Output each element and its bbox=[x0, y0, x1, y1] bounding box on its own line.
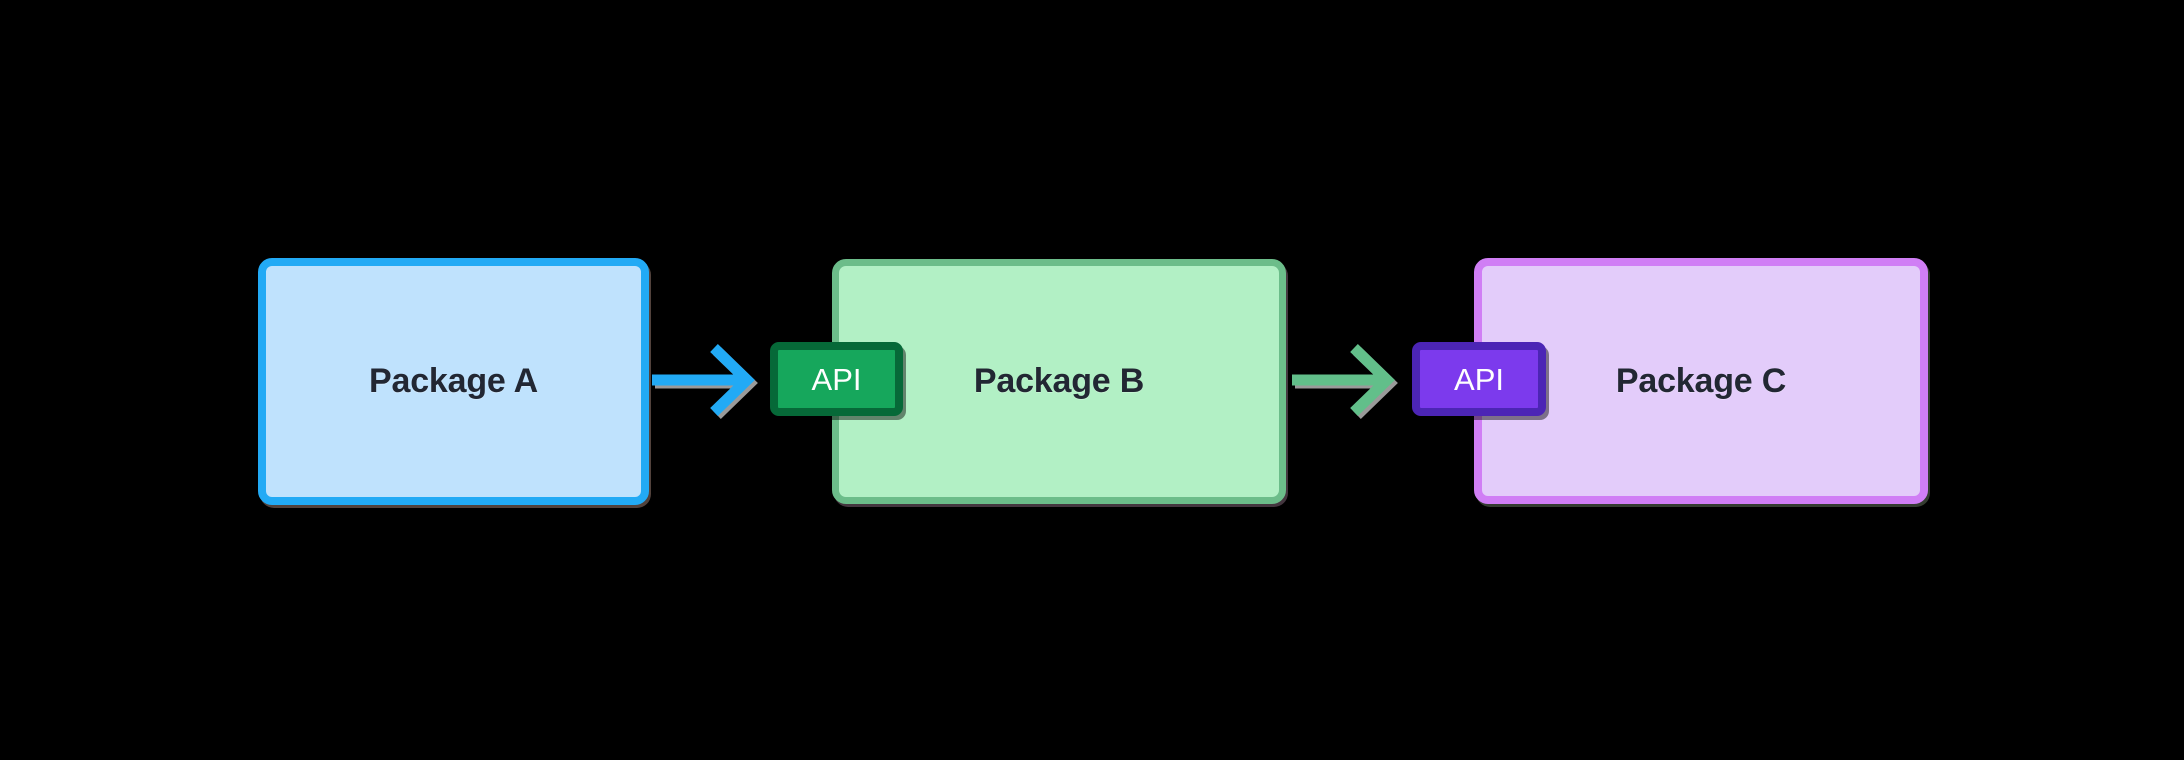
api-badge-package-c[interactable]: API bbox=[1412, 342, 1546, 416]
api-badge-package-b[interactable]: API bbox=[770, 342, 903, 416]
arrow-ab-icon bbox=[652, 344, 758, 419]
node-label-package-c: Package C bbox=[1615, 361, 1787, 400]
api-badge-label-b: API bbox=[811, 361, 862, 397]
node-label-package-a: Package A bbox=[369, 362, 538, 400]
arrow-bc-icon bbox=[1292, 344, 1398, 419]
node-label-package-b: Package B bbox=[973, 362, 1145, 400]
node-package-a[interactable]: Package A bbox=[258, 258, 649, 505]
node-package-b[interactable]: Package B bbox=[832, 259, 1286, 504]
api-badge-label-c: API bbox=[1454, 361, 1504, 397]
arrow-package-a-to-api-b bbox=[652, 330, 764, 435]
arrow-package-b-to-api-c bbox=[1292, 330, 1404, 435]
node-package-c[interactable]: Package C bbox=[1474, 258, 1928, 504]
